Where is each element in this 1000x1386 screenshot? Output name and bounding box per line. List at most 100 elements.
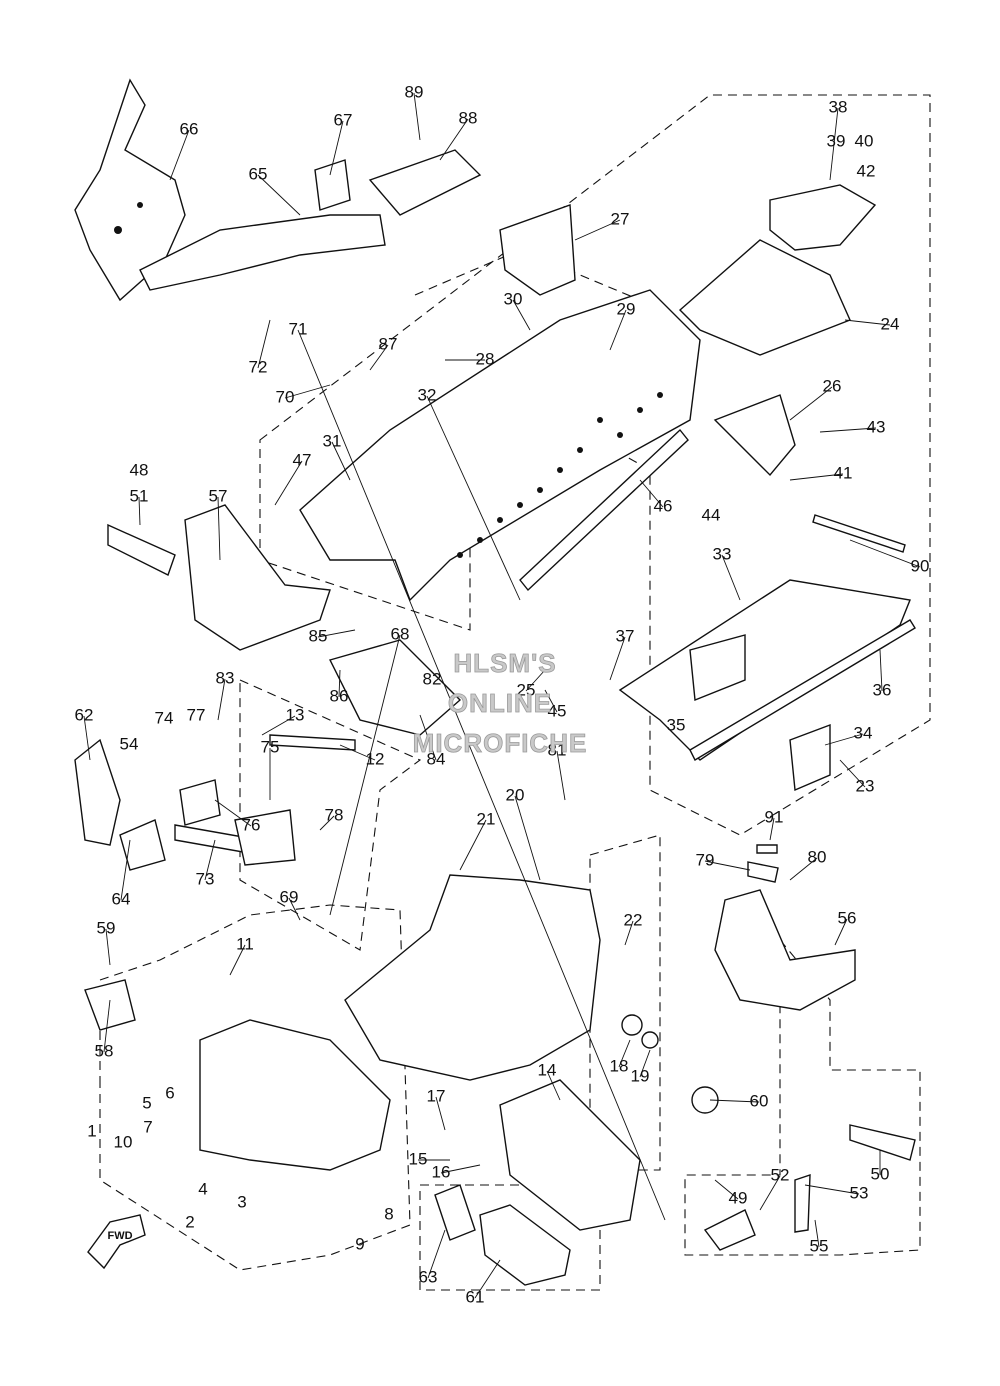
bracket-53 <box>794 1174 811 1233</box>
callout-77: 77 <box>187 705 206 724</box>
callout-88: 88 <box>459 108 478 127</box>
callout-34: 34 <box>854 723 873 742</box>
leader-34 <box>824 733 864 746</box>
callout-83: 83 <box>216 668 235 687</box>
leader-29 <box>609 309 627 351</box>
leader-45 <box>544 689 558 713</box>
tunnel-main <box>299 289 701 602</box>
callout-58: 58 <box>95 1041 114 1060</box>
callout-81: 81 <box>548 740 567 759</box>
callout-74: 74 <box>155 708 174 727</box>
callout-3: 3 <box>237 1192 246 1211</box>
callout-43: 43 <box>867 417 886 436</box>
callout-32: 32 <box>418 385 437 404</box>
callout-62: 62 <box>75 705 94 724</box>
leader-38 <box>829 107 839 181</box>
leader-79 <box>704 860 751 871</box>
watermark-line-1: HLSM'S <box>453 648 556 678</box>
callout-80: 80 <box>808 847 827 866</box>
leader-63 <box>427 1229 446 1279</box>
callout-44: 44 <box>702 505 721 524</box>
callout-53: 53 <box>850 1183 869 1202</box>
plate-79 <box>747 861 779 883</box>
tunnel-holes <box>457 392 663 558</box>
callout-25: 25 <box>517 680 536 699</box>
bracket-76 <box>179 779 221 826</box>
callout-22: 22 <box>624 910 643 929</box>
callout-19: 19 <box>631 1066 650 1085</box>
leader-43 <box>819 427 877 433</box>
callout-90: 90 <box>911 556 930 575</box>
rear-mount-assembly <box>769 184 877 251</box>
parts <box>74 78 916 1286</box>
leader-37 <box>609 636 626 681</box>
leader-20 <box>514 795 541 881</box>
leader-33 <box>721 554 741 601</box>
leader-lines <box>83 92 921 1299</box>
leader-31 <box>331 441 351 481</box>
leader-26 <box>789 386 833 421</box>
callout-37: 37 <box>616 626 635 645</box>
leader-90 <box>849 539 921 568</box>
leader-61 <box>474 1259 501 1299</box>
callout-67: 67 <box>334 110 353 129</box>
callout-29: 29 <box>617 299 636 318</box>
leader-53 <box>804 1184 860 1195</box>
upper-fender <box>74 738 121 846</box>
callout-65: 65 <box>249 164 268 183</box>
callout-6: 6 <box>165 1083 174 1102</box>
front-cowl-frame <box>74 78 186 302</box>
callout-84: 84 <box>427 749 446 768</box>
leader-11 <box>229 944 246 976</box>
callout-86: 86 <box>330 686 349 705</box>
leader-51 <box>138 496 141 526</box>
callout-70: 70 <box>276 387 295 406</box>
callout-labels: 1234567891011121314151617181920212223242… <box>75 82 930 1306</box>
callout-72: 72 <box>249 357 268 376</box>
callout-1: 1 <box>87 1121 96 1140</box>
callout-36: 36 <box>873 680 892 699</box>
bumper-boundary <box>684 938 921 1256</box>
callout-50: 50 <box>871 1164 890 1183</box>
leader-65 <box>257 174 301 216</box>
leader-16 <box>440 1164 481 1174</box>
leader-18 <box>618 1039 631 1068</box>
callout-35: 35 <box>667 715 686 734</box>
inner-plate <box>689 634 746 701</box>
leader-71 <box>297 329 666 1221</box>
callout-9: 9 <box>355 1234 364 1253</box>
right-step-plate <box>849 1124 916 1161</box>
engine-cradle <box>344 874 601 1081</box>
lower-bracket-61 <box>479 1204 571 1286</box>
leader-84 <box>419 714 437 761</box>
callout-49: 49 <box>729 1188 748 1207</box>
callout-60: 60 <box>750 1091 769 1110</box>
callout-61: 61 <box>466 1287 485 1306</box>
subassembly-boundaries <box>99 94 931 1291</box>
callout-2: 2 <box>185 1212 194 1231</box>
callout-78: 78 <box>325 805 344 824</box>
callout-8: 8 <box>384 1204 393 1223</box>
leader-91 <box>769 817 775 841</box>
leader-62 <box>83 715 91 761</box>
callout-16: 16 <box>432 1162 451 1181</box>
callout-27: 27 <box>611 209 630 228</box>
leader-19 <box>639 1049 651 1078</box>
callout-69: 69 <box>280 887 299 906</box>
leader-59 <box>105 928 111 966</box>
callout-59: 59 <box>97 918 116 937</box>
leader-24 <box>844 319 891 326</box>
shield-plate <box>119 819 166 871</box>
corner-plate <box>789 723 831 792</box>
callout-91: 91 <box>765 807 784 826</box>
left-footrest-bracket <box>184 504 331 651</box>
callout-12: 12 <box>366 749 385 768</box>
leader-87 <box>369 344 389 371</box>
leader-80 <box>789 857 818 881</box>
bracket-75 <box>234 809 296 866</box>
callout-11: 11 <box>236 934 254 953</box>
callout-15: 15 <box>409 1149 428 1168</box>
callout-31: 31 <box>323 431 342 450</box>
lower-bracket-63 <box>434 1184 476 1241</box>
